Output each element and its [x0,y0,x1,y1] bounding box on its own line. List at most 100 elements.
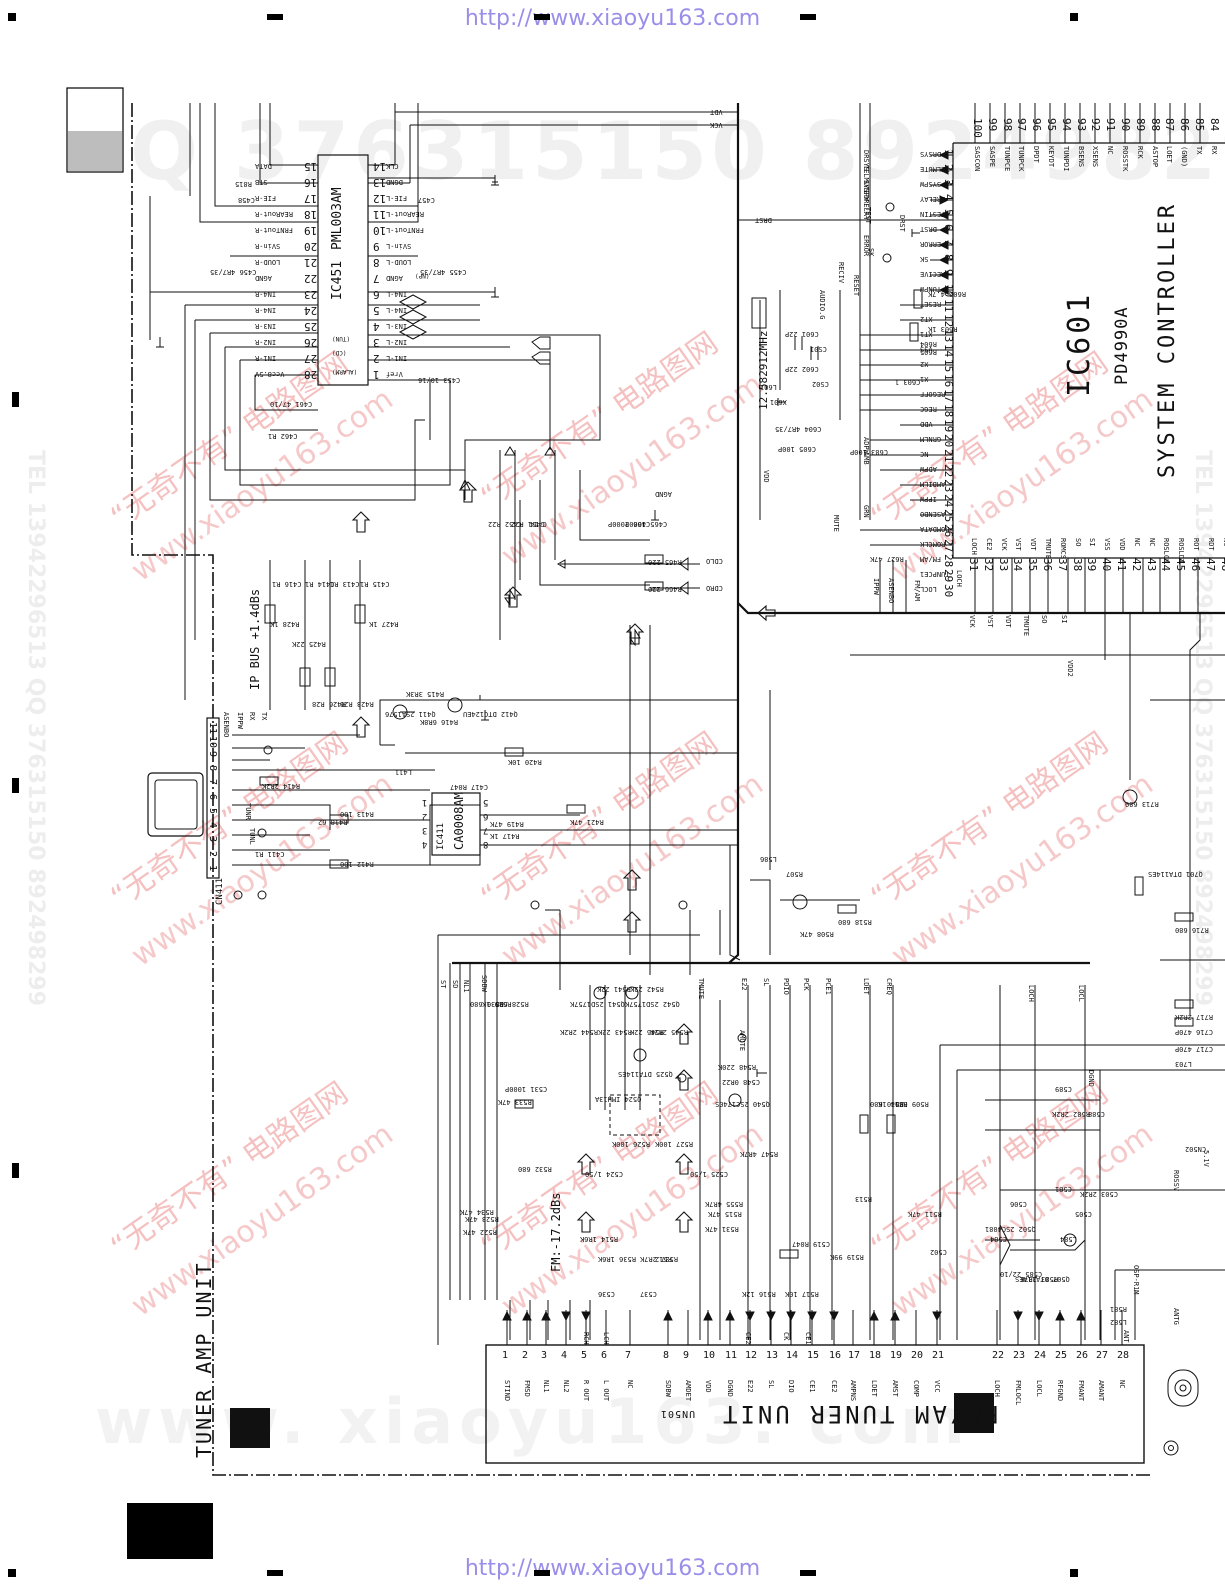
ic411-pin-number: 3 [422,825,428,835]
ic451-pin-name: DGND [386,178,403,186]
ic601-bottom-pin-number: 34 [1011,558,1025,572]
ipbus-net-label: RX [248,712,256,721]
ic451-pin-name: STB [255,178,268,186]
ic601-top-pin-number: 92 [1089,118,1103,132]
ipbus-net-label: IPPW [236,712,244,729]
ic411-pin-number: 1 [422,797,428,807]
tuner-net-label: PCK [802,978,810,991]
ic601-pin-name: DRST [920,225,937,233]
reg-mark-bottom-2 [534,1570,550,1576]
ic451-pin-number: 1 [373,368,380,381]
tuner-part-label: R717 2R2K [1175,1013,1213,1021]
ic601-top-pin-number: 84 [1207,118,1221,132]
ic601-top-pin-number: 87 [1163,118,1177,132]
tuner-part-label: R581 [1110,1305,1127,1313]
tuner-net-label: TMUTE [697,978,705,1000]
ic601-top-pin-number: 85 [1193,118,1206,132]
tuner-pin-number: 4 [561,1350,568,1361]
ipbus-part-label: R414 2R2K [262,782,300,790]
source-url-top: http://www.xiaoyu163.com [464,6,761,31]
ic601-top-pin-name: KEYDT [1047,146,1055,168]
tuner-net-label: ANTG [1172,1308,1180,1325]
reg-mark-top-3 [800,14,816,20]
ic601-top-pin-number: 91 [1104,118,1118,132]
ipbus-part-label: R413 100 [340,810,374,818]
ic451-pin-name: REARout-L [386,210,424,218]
ic451-pin-name: IN4-R [255,306,277,314]
tuner-pin-name: L OUT [602,1380,610,1402]
ic601-top-pin-name: ASTOP [1150,146,1159,168]
tuner-part-label: C519 R047 [792,1240,830,1248]
ic451-pin-name: FRNTout-L [386,226,424,234]
ic451-pin-name: IN4-L [386,306,408,314]
tuner-pin-number: 22 [992,1350,1005,1361]
tuner-pin-number: 15 [807,1350,820,1361]
tuner-pin-name: CE2 [830,1380,838,1393]
ic601-signal-label: RECIV [837,262,845,284]
tuner-part-label: C506 [1010,1200,1027,1208]
reg-mark-top-4 [1070,13,1078,21]
cn411-pin-number: 9 [207,750,218,757]
tuner-part-label: R519 99K [830,1253,864,1261]
tuner-part-label: R516 12K [742,1290,776,1298]
tuner-part-label: Q540 2SC1740S [715,1100,770,1108]
ic601-pin-name: RESET [920,300,942,308]
tuner-part-label: R522 47K [463,1228,497,1236]
ic451-pin-number: 28 [304,368,318,381]
ic451-input-label: (TUN) [332,335,351,342]
reg-mark-left-2 [12,778,19,793]
ic601-signal-label: MUTE [832,515,840,532]
tuner-part-label: R547 4R7K [740,1150,778,1158]
ic601-top-pin-number: 99 [985,118,999,132]
tuner-part-label: R582 2R2K [1052,1110,1090,1118]
tuner-part-label: R716 680 [1175,926,1209,934]
tuner-net-label: E22 [740,978,748,991]
ic601-bottom-pin-number: 46 [1189,558,1202,572]
ic601-bottom-pin-name: VCK [999,538,1008,551]
ic451-net-label: CDLO [706,557,723,565]
tuner-pin-name: FMANT [1077,1380,1085,1402]
tuner-part-label: L584 [1060,1235,1077,1243]
ic451-pin-number: 21 [304,256,318,269]
ipbus-part-label: L411 [395,768,412,776]
ic451-pin-number: 6 [373,288,380,301]
bus-line-horizontal [737,602,1225,615]
reg-mark-left-1 [12,392,19,407]
ic451-part-label: R466 220 [648,585,682,593]
ic451-pin-number: 11 [373,208,387,221]
tuner-part-label: R527 100K [655,1140,693,1148]
ic601-top-pin-number: 90 [1119,118,1132,132]
tuner-pin-name: E22 [746,1380,754,1393]
unit-label-block [230,1408,270,1448]
ic451-pin-name: IN2-R [255,338,277,346]
tuner-part-label: R544 2R2K [560,1028,598,1036]
ic451-pin-name: DATA [255,162,272,170]
tuner-pin-number: 6 [601,1350,608,1361]
ipbus-part-label: R420 10K [508,758,542,766]
tuner-net-label: CK [782,1332,790,1341]
page-tab-black [127,1503,213,1559]
ic601-signal-label: RESET [852,275,860,297]
tuner-part-label: Q507 DTA114ES [1015,1275,1070,1283]
ipbus-part-label: C417 R047 [450,783,488,791]
ipbus-part-label: R417 1K [490,832,520,840]
ic601-signal-label: VST [986,615,994,628]
ic601-pin-name: REGOFF [920,390,946,398]
un501-label-block [954,1393,994,1433]
tuner-pin-number: 1 [502,1350,509,1361]
ic601-part-label: R604 [920,340,937,348]
tuner-part-label: R517 10K [785,1290,819,1298]
ic601-bottom-pin-number: 40 [1100,558,1114,572]
ic451-pin-number: 15 [304,160,318,173]
ic601-signal-label: VDD2 [1066,660,1074,677]
tuner-part-label: C531 1000P [505,1085,548,1093]
ic451-pin-number: 20 [304,240,318,253]
tuner-part-label: L582 [1110,1318,1127,1326]
ic601-pin-name: XT2 [920,315,933,323]
tuner-pin-name: LDET [870,1380,878,1397]
ic451-pin-number: 19 [304,224,318,237]
tuner-pin-number: 16 [829,1350,842,1361]
ic451-pin-name: Vcc8.5V [255,370,285,378]
ic601-bottom-pin-number: 35 [1026,558,1040,572]
tuner-gain-label: FM:-17.2dBs [549,1192,563,1272]
